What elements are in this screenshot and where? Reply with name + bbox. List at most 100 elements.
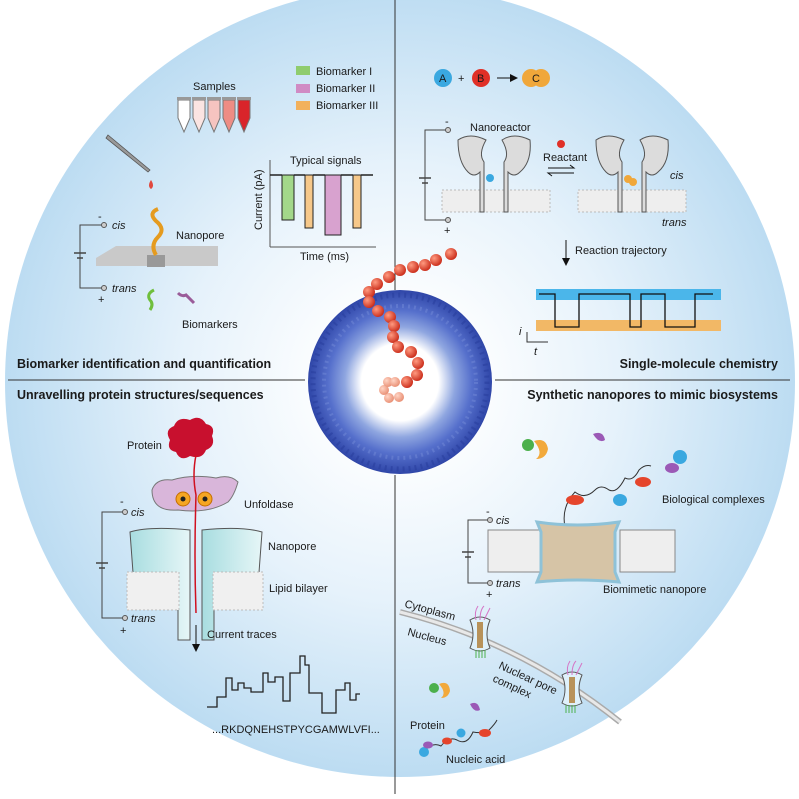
polymer-bead-translocated bbox=[390, 377, 400, 387]
electrode-trans bbox=[445, 217, 451, 223]
quadrant-title-biomimetic: Synthetic nanopores to mimic biosystems bbox=[527, 388, 778, 402]
electrode-cis bbox=[445, 127, 451, 133]
protein-purple-icon bbox=[593, 432, 605, 442]
minus-sign: - bbox=[445, 116, 449, 128]
polymer-bead-translocated bbox=[394, 392, 404, 402]
legend-swatch-1 bbox=[296, 66, 310, 75]
polymer-bead bbox=[445, 248, 457, 260]
quadrant-title-protein: Unravelling protein structures/sequences bbox=[17, 388, 264, 402]
signals-ylabel: Current (pA) bbox=[253, 169, 265, 230]
membrane-left bbox=[487, 529, 541, 573]
signals-title: Typical signals bbox=[290, 155, 362, 167]
polymer-bead-chain bbox=[363, 248, 457, 403]
typical-signals-plot: Typical signals Time (ms) Current (pA) bbox=[253, 155, 376, 263]
signal-event-biomarker-1 bbox=[281, 174, 295, 221]
biomimetic-nanopore-icon bbox=[534, 520, 622, 584]
electrode-cis bbox=[122, 509, 128, 515]
plus-sign: + bbox=[486, 589, 492, 601]
quadrant-title-biomarker: Biomarker identification and quantificat… bbox=[17, 357, 271, 371]
polymer-bead bbox=[407, 261, 419, 273]
sample-tube bbox=[177, 97, 191, 134]
molecule-c-icon-right bbox=[532, 69, 550, 87]
sample-tube bbox=[192, 97, 206, 134]
polymer-bead bbox=[419, 259, 431, 271]
lipid-bilayer-right bbox=[212, 571, 264, 611]
polymer-bead bbox=[372, 305, 384, 317]
complex-red-icon bbox=[635, 477, 651, 487]
state-band-orange bbox=[536, 320, 721, 331]
membrane-right bbox=[619, 529, 676, 573]
bound-molecule-a-icon bbox=[486, 174, 494, 182]
molecule-b-label: B bbox=[477, 73, 484, 85]
nucleic-acid-label: Nucleic acid bbox=[446, 754, 505, 766]
polymer-bead bbox=[411, 369, 423, 381]
protein-orange-icon bbox=[534, 440, 548, 459]
bound-product-c-icon bbox=[629, 178, 637, 186]
trans-label: trans bbox=[496, 578, 521, 590]
legend-label-3: Biomarker III bbox=[316, 100, 378, 112]
polymer-bead bbox=[371, 278, 383, 290]
folded-protein-icon bbox=[167, 417, 214, 459]
sample-tube bbox=[237, 97, 251, 134]
trajectory-line bbox=[539, 293, 713, 328]
analyte-strand bbox=[150, 207, 164, 257]
equilibrium-arrows bbox=[546, 164, 576, 177]
polymer-bead-translocated bbox=[379, 385, 389, 395]
cis-label: cis bbox=[131, 507, 145, 519]
polymer-bead bbox=[383, 271, 395, 283]
signal-event-biomarker-3 bbox=[352, 174, 362, 229]
plus-sign: + bbox=[120, 625, 126, 637]
quadrant-protein: Unravelling protein structures/sequences… bbox=[17, 388, 380, 736]
reactant-label: Reactant bbox=[543, 152, 587, 164]
polymer-bead-translocated bbox=[383, 377, 393, 387]
biological-complex-chain bbox=[563, 465, 652, 528]
reaction-equation: A + B C bbox=[434, 69, 550, 87]
current-trace-steps bbox=[207, 655, 360, 714]
biomarker-strand-purple bbox=[176, 291, 196, 305]
complex-red-icon bbox=[442, 737, 452, 745]
legend-swatch-2 bbox=[296, 84, 310, 93]
nanopore-label: Nanopore bbox=[268, 541, 316, 553]
lipid-bilayer-right bbox=[577, 189, 687, 213]
electrode-cis bbox=[487, 517, 493, 523]
protein-green-icon bbox=[429, 683, 439, 693]
protein-label: Protein bbox=[127, 440, 162, 452]
quadrant-title-chemistry: Single-molecule chemistry bbox=[620, 357, 778, 371]
trajectory-axes bbox=[526, 332, 548, 343]
protein-nucleic-chain bbox=[424, 719, 498, 751]
legend-label-1: Biomarker I bbox=[316, 66, 372, 78]
polymer-bead bbox=[392, 341, 404, 353]
nuclear-pore-complex-icon bbox=[469, 605, 491, 658]
legend-swatch-3 bbox=[296, 101, 310, 110]
trans-label: trans bbox=[131, 613, 156, 625]
cis-label: cis bbox=[112, 220, 126, 232]
complex-purple-icon bbox=[423, 741, 433, 749]
polymer-bead bbox=[387, 331, 399, 343]
protein-orange-icon bbox=[439, 682, 450, 698]
trans-label: trans bbox=[662, 217, 687, 229]
circuit-chemistry: - + bbox=[419, 116, 451, 237]
sample-tube bbox=[222, 97, 236, 134]
biomarker-strand-green bbox=[147, 288, 155, 311]
complex-red-icon bbox=[479, 729, 491, 737]
molecule-a-icon bbox=[434, 69, 452, 87]
protein-label: Protein bbox=[410, 720, 445, 732]
nanoreactor-pore-product bbox=[595, 135, 669, 213]
minus-sign: - bbox=[486, 506, 490, 518]
trans-label: trans bbox=[112, 283, 137, 295]
polymer-bead bbox=[384, 311, 396, 323]
quadrant-chemistry: A + B C - + Nanoreactor bbox=[419, 69, 778, 371]
molecule-b-icon bbox=[472, 69, 490, 87]
biomarkers-label: Biomarkers bbox=[182, 319, 238, 331]
sample-tube bbox=[207, 97, 221, 134]
electrode-trans bbox=[101, 285, 107, 291]
central-nanopore bbox=[308, 248, 492, 474]
signal-event-biomarker-3 bbox=[304, 174, 314, 229]
trajectory-label: Reaction trajectory bbox=[575, 245, 667, 257]
biomimetic-label: Biomimetic nanopore bbox=[603, 584, 706, 596]
nanopore-channel bbox=[147, 255, 165, 267]
polymer-bead bbox=[363, 296, 375, 308]
legend-label-2: Biomarker II bbox=[316, 83, 375, 95]
polymer-bead-translocated bbox=[384, 393, 394, 403]
reaction-trajectory-trace: i t bbox=[519, 289, 721, 358]
